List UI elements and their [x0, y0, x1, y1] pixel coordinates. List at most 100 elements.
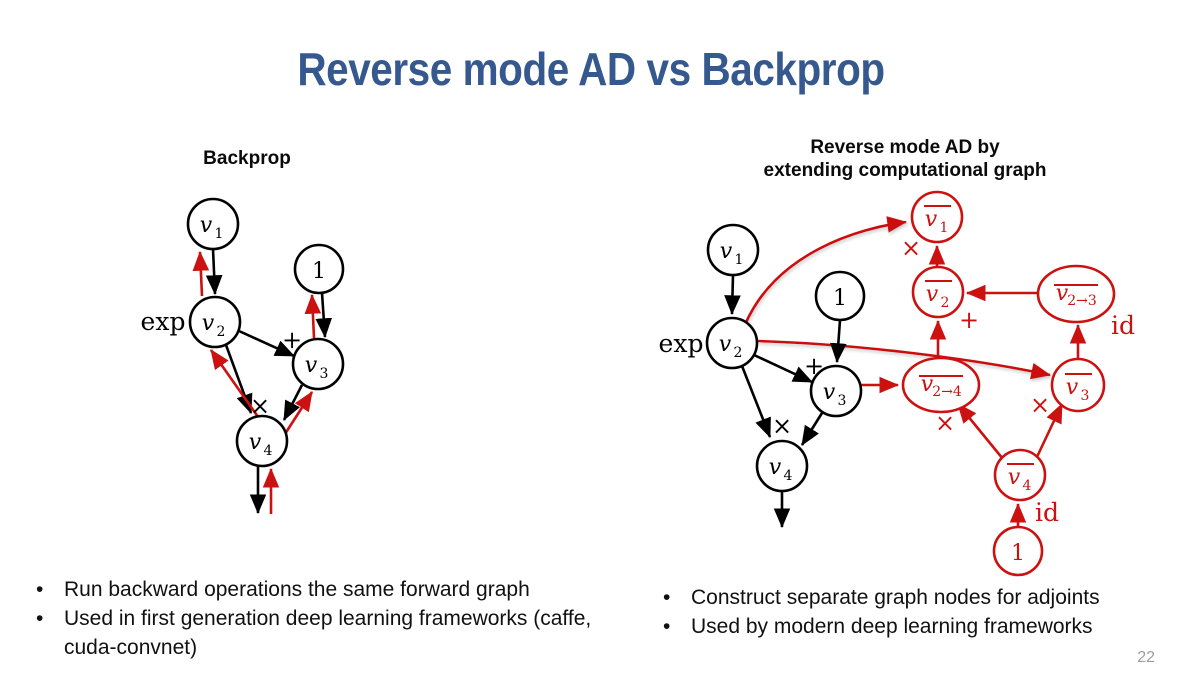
edge-v2-v3: [238, 329, 295, 358]
node-v3-sub: 3: [320, 366, 329, 382]
right-forward-edges: [724, 274, 847, 529]
node-v2-bar-label: v: [926, 282, 939, 307]
list-item: • Run backward operations the same forwa…: [36, 575, 616, 604]
page-number: 22: [1137, 649, 1155, 666]
node-v2-bar-sub: 2: [941, 295, 950, 311]
bullet-marker-icon: •: [36, 578, 44, 601]
edge-v3-one-grad: [304, 293, 322, 339]
node-v1-label: v: [720, 239, 733, 264]
node-v1-sub: 1: [215, 226, 224, 242]
list-item: • Used by modern deep learning framework…: [663, 612, 1163, 641]
node-v3-bar[interactable]: v 3: [1050, 357, 1106, 413]
left-backward-edges: [192, 250, 322, 514]
left-bullet-1-text: Run backward operations the same forward…: [64, 578, 530, 601]
node-v3[interactable]: v 3: [291, 337, 345, 391]
node-v3[interactable]: v 3: [809, 364, 863, 418]
node-v2to3-bar[interactable]: v 2→3: [1036, 264, 1116, 324]
edge-v4-v2-grad: [209, 349, 265, 425]
op-plus-v2bar-label: +: [959, 306, 979, 334]
node-v1-label: v: [200, 213, 213, 238]
right-curved-adjoint-edges: [742, 216, 1052, 380]
node-v3-label: v: [305, 353, 318, 378]
right-bullet-list: • Construct separate graph nodes for adj…: [663, 583, 1163, 641]
bullet-marker-icon: •: [663, 586, 671, 609]
left-bullet-2-text: Used in first generation deep learning f…: [64, 607, 592, 659]
node-v2to3-bar-sub: 2→3: [1067, 293, 1097, 309]
edge-v1-v2: [205, 248, 223, 296]
right-panel-heading: Reverse mode AD by extending computation…: [740, 136, 1070, 182]
op-times-v1bar-label: ×: [901, 234, 921, 262]
op-exp-label: exp: [659, 329, 704, 358]
node-v1-sub: 1: [735, 252, 744, 268]
node-one-label: 1: [312, 259, 326, 284]
left-graph: v 1 v 2 1 v 3: [141, 197, 345, 515]
node-v2-label: v: [719, 332, 732, 357]
edge-v3-v4: [800, 412, 824, 446]
node-v4[interactable]: v 4: [755, 439, 809, 493]
edge-v4bar-v3bar: [1034, 403, 1064, 460]
node-v4-bar[interactable]: v 4: [993, 448, 1047, 502]
right-panel-heading-line1: Reverse mode AD by: [810, 137, 1000, 158]
node-v4-label: v: [769, 455, 782, 480]
op-exp-label: exp: [141, 307, 186, 336]
edge-v4bar-v24bar: [956, 403, 1005, 460]
node-v4-bar-sub: 4: [1023, 478, 1032, 494]
bullet-marker-icon: •: [663, 615, 671, 638]
op-times-v3bar-label: ×: [1030, 391, 1050, 419]
list-item: • Used in first generation deep learning…: [36, 604, 616, 662]
edge-v2-v1bar-curve: [742, 216, 908, 328]
edge-v3-v4: [282, 384, 304, 421]
node-v1[interactable]: v 1: [706, 223, 760, 277]
list-item: • Construct separate graph nodes for adj…: [663, 583, 1163, 612]
node-v2to4-bar-sub: 2→4: [932, 384, 962, 400]
node-v2-bar[interactable]: v 2: [911, 265, 965, 319]
node-v2-label: v: [202, 311, 215, 336]
node-one[interactable]: 1: [293, 243, 345, 295]
edge-v1-v2: [724, 274, 741, 316]
node-one-label: 1: [833, 286, 847, 311]
edge-v2-v3: [753, 353, 813, 384]
bullet-marker-icon: •: [36, 607, 44, 630]
op-id-v4-label: id: [1035, 498, 1059, 527]
right-adjoint-nodes: v 1 v 2 v 2→3 v: [901, 190, 1116, 577]
node-v2[interactable]: v 2: [188, 295, 242, 349]
node-v4-bar-label: v: [1008, 465, 1021, 490]
op-times-v24bar-label: ×: [935, 409, 955, 437]
node-v4-label: v: [249, 430, 262, 455]
node-v3-bar-label: v: [1066, 375, 1079, 400]
right-adjoint-edges: [861, 244, 1087, 527]
node-v3-bar-sub: 3: [1081, 388, 1090, 404]
node-v2-sub: 2: [217, 324, 226, 340]
edge-v4-v3-grad: [283, 391, 314, 435]
node-v2to4-bar[interactable]: v 2→4: [901, 356, 981, 414]
node-v4-sub: 4: [784, 468, 793, 484]
right-op-labels: exp + × × + id × × id: [659, 234, 1135, 527]
node-one-red[interactable]: 1: [992, 525, 1044, 577]
node-v1-bar-label: v: [925, 207, 938, 232]
op-plus-label: +: [282, 326, 302, 354]
node-v3-sub: 3: [838, 393, 847, 409]
node-v3-label: v: [823, 380, 836, 405]
node-v1[interactable]: v 1: [186, 197, 240, 251]
right-bullet-2-text: Used by modern deep learning frameworks: [691, 615, 1093, 638]
edge-v2-v1-grad: [192, 250, 210, 297]
edge-one-v3: [830, 319, 847, 364]
op-id-v23-label: id: [1111, 311, 1135, 340]
node-v2[interactable]: v 2: [705, 316, 759, 370]
op-times-label: ×: [250, 392, 270, 420]
op-plus-forward-label: +: [804, 352, 824, 380]
right-panel-heading-line2: extending computational graph: [763, 160, 1047, 181]
page-title: Reverse mode AD vs Backprop: [297, 43, 885, 95]
node-v2-sub: 2: [734, 345, 743, 361]
right-forward-nodes: v 1 v 2 1 v 3: [705, 223, 866, 493]
node-v4[interactable]: v 4: [235, 414, 289, 468]
node-one-red-label: 1: [1011, 541, 1025, 566]
node-one[interactable]: 1: [814, 270, 866, 322]
edge-v2-v4: [740, 365, 772, 438]
left-bullet-list: • Run backward operations the same forwa…: [36, 575, 616, 662]
edge-one-v3: [315, 292, 333, 339]
node-v1-bar[interactable]: v 1: [910, 190, 964, 244]
left-panel-heading: Backprop: [203, 148, 291, 169]
